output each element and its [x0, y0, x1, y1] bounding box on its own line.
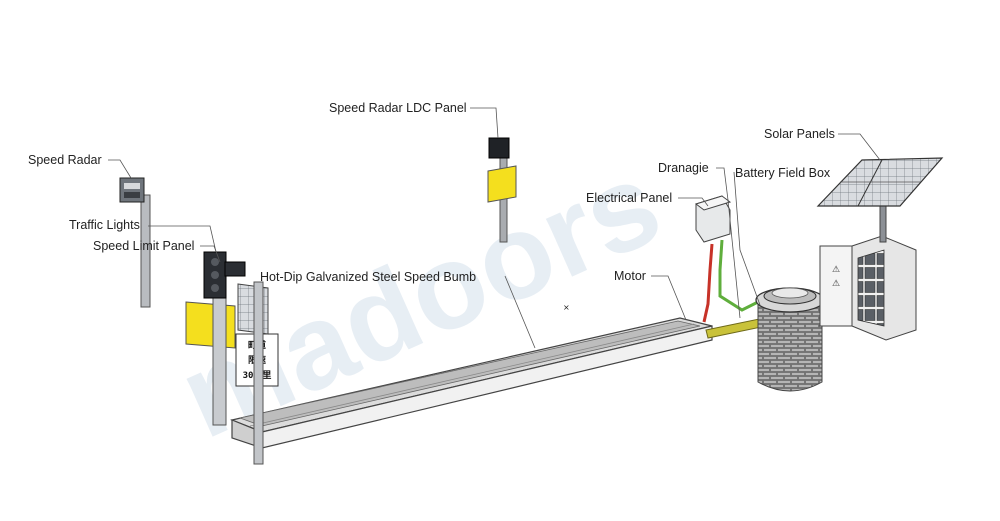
- label-traffic-lights: Traffic Lights: [69, 218, 140, 232]
- leader-lines: [108, 107, 881, 349]
- battery-field-box: ⚠ ⚠: [819, 235, 917, 341]
- green-cable: [718, 239, 763, 312]
- speed-bump: [229, 317, 713, 449]
- warning-mark-2: ⚠: [832, 279, 840, 289]
- speed-radar: [119, 177, 151, 308]
- label-electrical-panel: Electrical Panel: [586, 191, 672, 205]
- warning-mark-1: ⚠: [832, 265, 840, 275]
- label-speed-radar: Speed Radar: [28, 153, 102, 167]
- motor-manhole: [755, 287, 825, 392]
- label-speed-limit-panel: Speed Limit Panel: [93, 239, 194, 253]
- electrical-panel: [694, 195, 732, 243]
- label-solar-panels: Solar Panels: [764, 127, 835, 141]
- speed-radar-ldc-panel: [487, 137, 517, 243]
- drain-pipe: [705, 317, 767, 339]
- label-drainage: Dranagie: [658, 161, 709, 175]
- red-cable: [702, 243, 714, 323]
- label-motor: Motor: [614, 269, 646, 283]
- traffic-lights: [203, 251, 264, 465]
- label-speed-bump: Hot-Dip Galvanized Steel Speed Bumb: [260, 270, 476, 284]
- cursor-mark: ×: [563, 303, 570, 312]
- label-battery-field-box: Battery Field Box: [735, 166, 831, 180]
- label-speed-radar-ldc-panel: Speed Radar LDC Panel: [329, 101, 467, 115]
- solar-panels: [816, 157, 944, 243]
